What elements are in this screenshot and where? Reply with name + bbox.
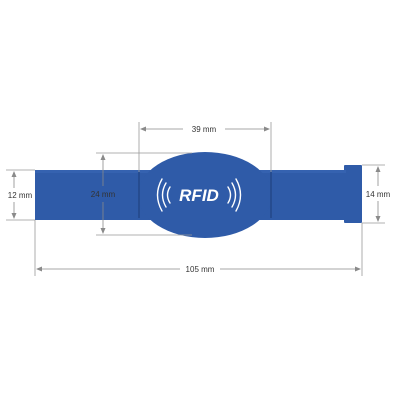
rfid-label: RFID: [179, 186, 219, 205]
dim-head-width: 39 mm: [138, 122, 272, 172]
dim-strap-left-height: 12 mm: [6, 169, 35, 221]
rfid-logo: RFID: [156, 178, 242, 212]
label-strap-right-height: 14 mm: [366, 190, 391, 199]
wristband-head: [138, 152, 272, 238]
label-total-length: 105 mm: [186, 265, 215, 274]
dim-total-length: 105 mm: [34, 220, 363, 276]
arrow-head-height-top: [100, 154, 106, 160]
label-head-height: 24 mm: [91, 190, 116, 199]
arrow-right-height-bottom: [375, 216, 381, 222]
arrow-head-width-left: [140, 126, 146, 132]
dim-head-height: 24 mm: [91, 152, 192, 236]
arrow-total-right: [355, 266, 361, 272]
label-strap-left-height: 12 mm: [8, 191, 33, 200]
arrow-total-left: [36, 266, 42, 272]
arrow-right-height-top: [375, 166, 381, 172]
arrow-head-width-right: [264, 126, 270, 132]
wristband-clasp-end: [344, 165, 362, 223]
arrow-left-height-top: [11, 171, 17, 177]
arrow-head-height-bottom: [100, 228, 106, 234]
label-head-width: 39 mm: [192, 125, 217, 134]
dim-strap-right-height: 14 mm: [362, 164, 391, 224]
wristband: [35, 152, 362, 238]
rfid-wave-icon: [156, 178, 242, 212]
arrow-left-height-bottom: [11, 213, 17, 219]
